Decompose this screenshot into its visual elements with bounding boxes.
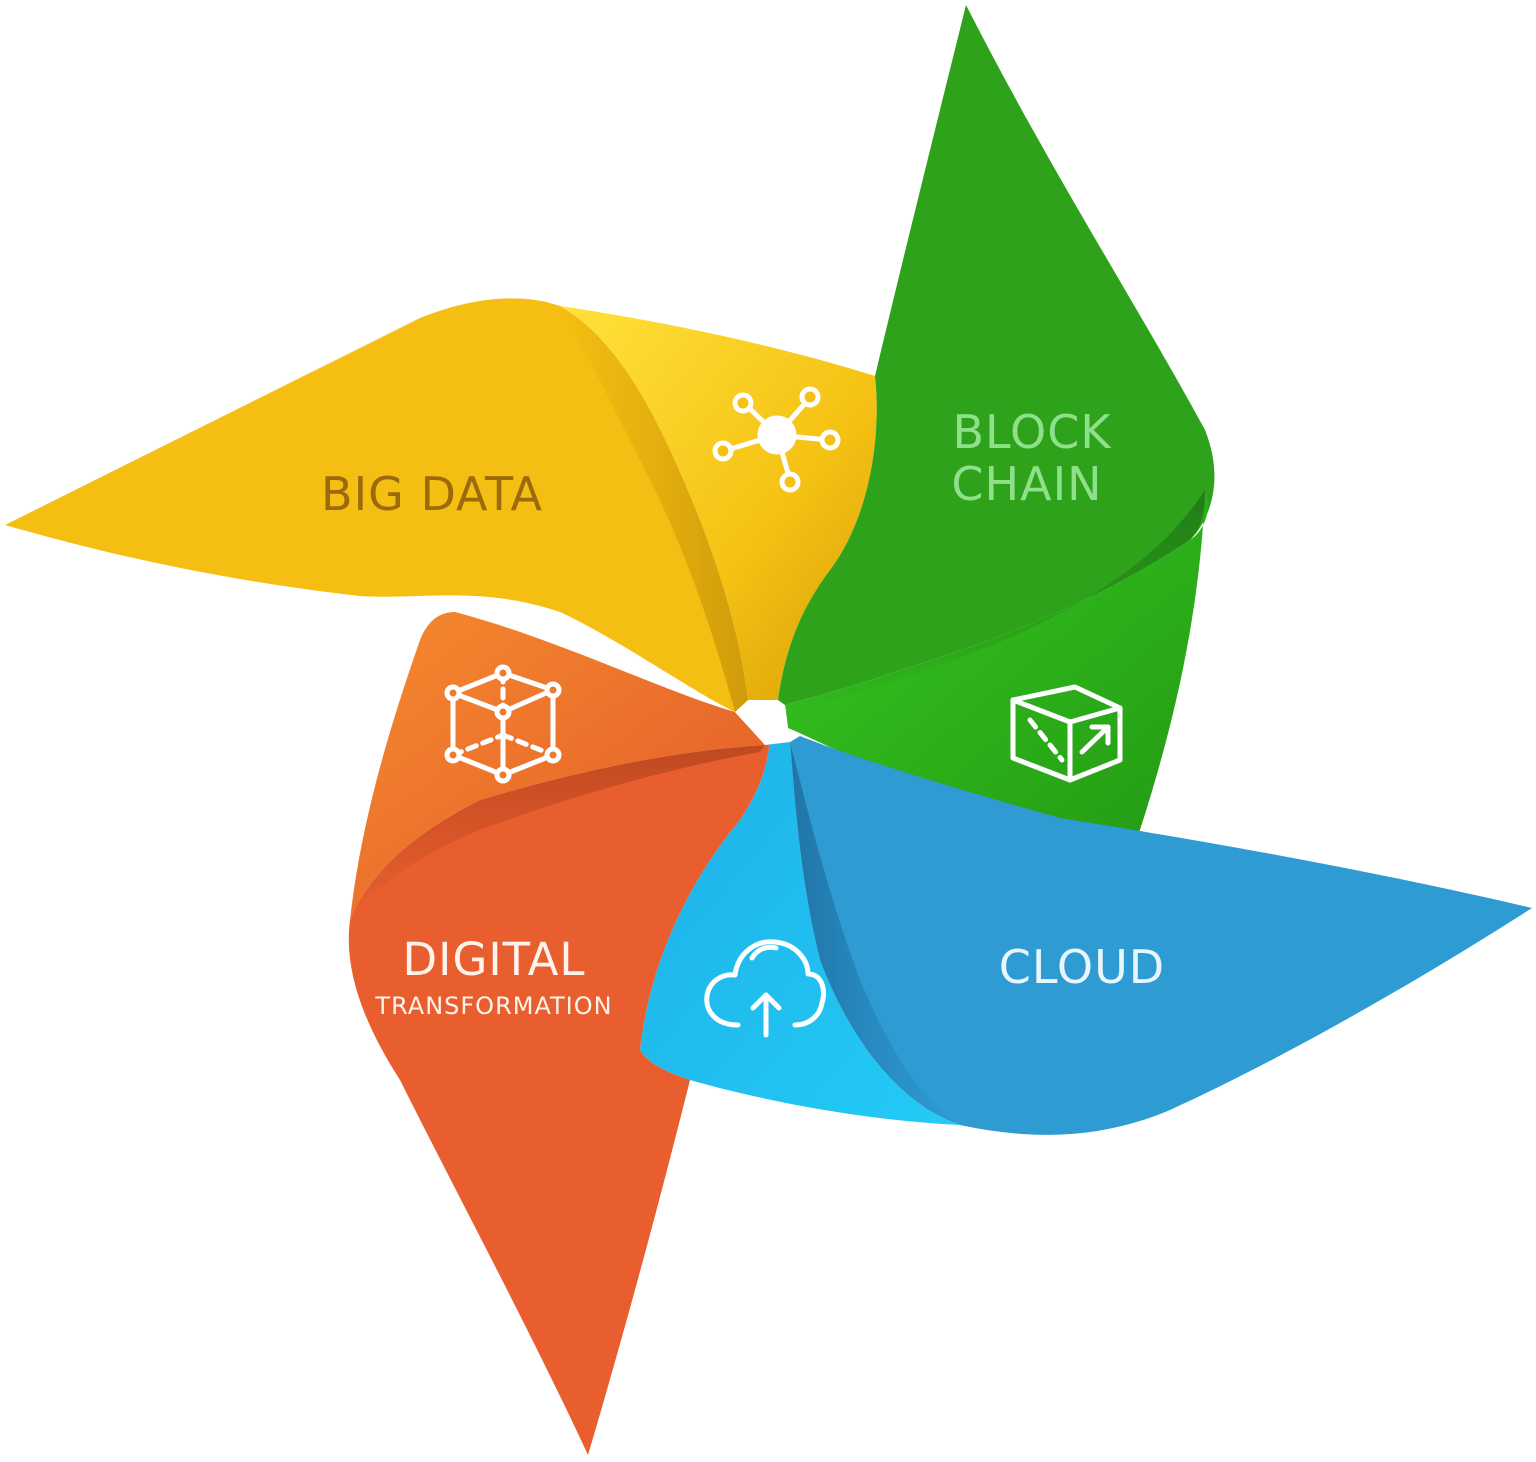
block-chain-blade-inner-fold <box>785 490 1208 845</box>
block-chain-blade-main <box>778 5 1215 705</box>
cloud-blade <box>640 736 1532 1135</box>
cloud-blade-inner-fold <box>640 738 960 1125</box>
cube-wireframe-icon <box>444 664 562 784</box>
block-chain-blade <box>778 5 1215 845</box>
cloud-label: CLOUD <box>999 940 1165 994</box>
box-3d-icon <box>1010 684 1123 783</box>
transformation-label: TRANSFORMATION <box>374 992 612 1020</box>
network-hub-icon <box>712 386 841 493</box>
block-chain-label-line-1: BLOCK <box>952 405 1112 459</box>
digital-transformation-blade-main <box>348 738 770 1455</box>
big-data-blade <box>5 298 877 712</box>
block-chain-label-line-2: CHAIN <box>951 457 1102 511</box>
big-data-label: BIG DATA <box>321 467 543 521</box>
cloud-blade-crease <box>790 742 960 1125</box>
pinwheel-center <box>735 705 790 745</box>
cloud-upload-icon <box>704 939 826 1038</box>
big-data-blade-main <box>5 298 748 712</box>
cloud-blade-main <box>790 736 1532 1135</box>
digital-label: DIGITAL <box>403 933 586 986</box>
big-data-blade-crease <box>560 306 748 712</box>
digital-transformation-blade-crease <box>350 745 765 920</box>
big-data-blade-inner-fold <box>560 306 877 700</box>
